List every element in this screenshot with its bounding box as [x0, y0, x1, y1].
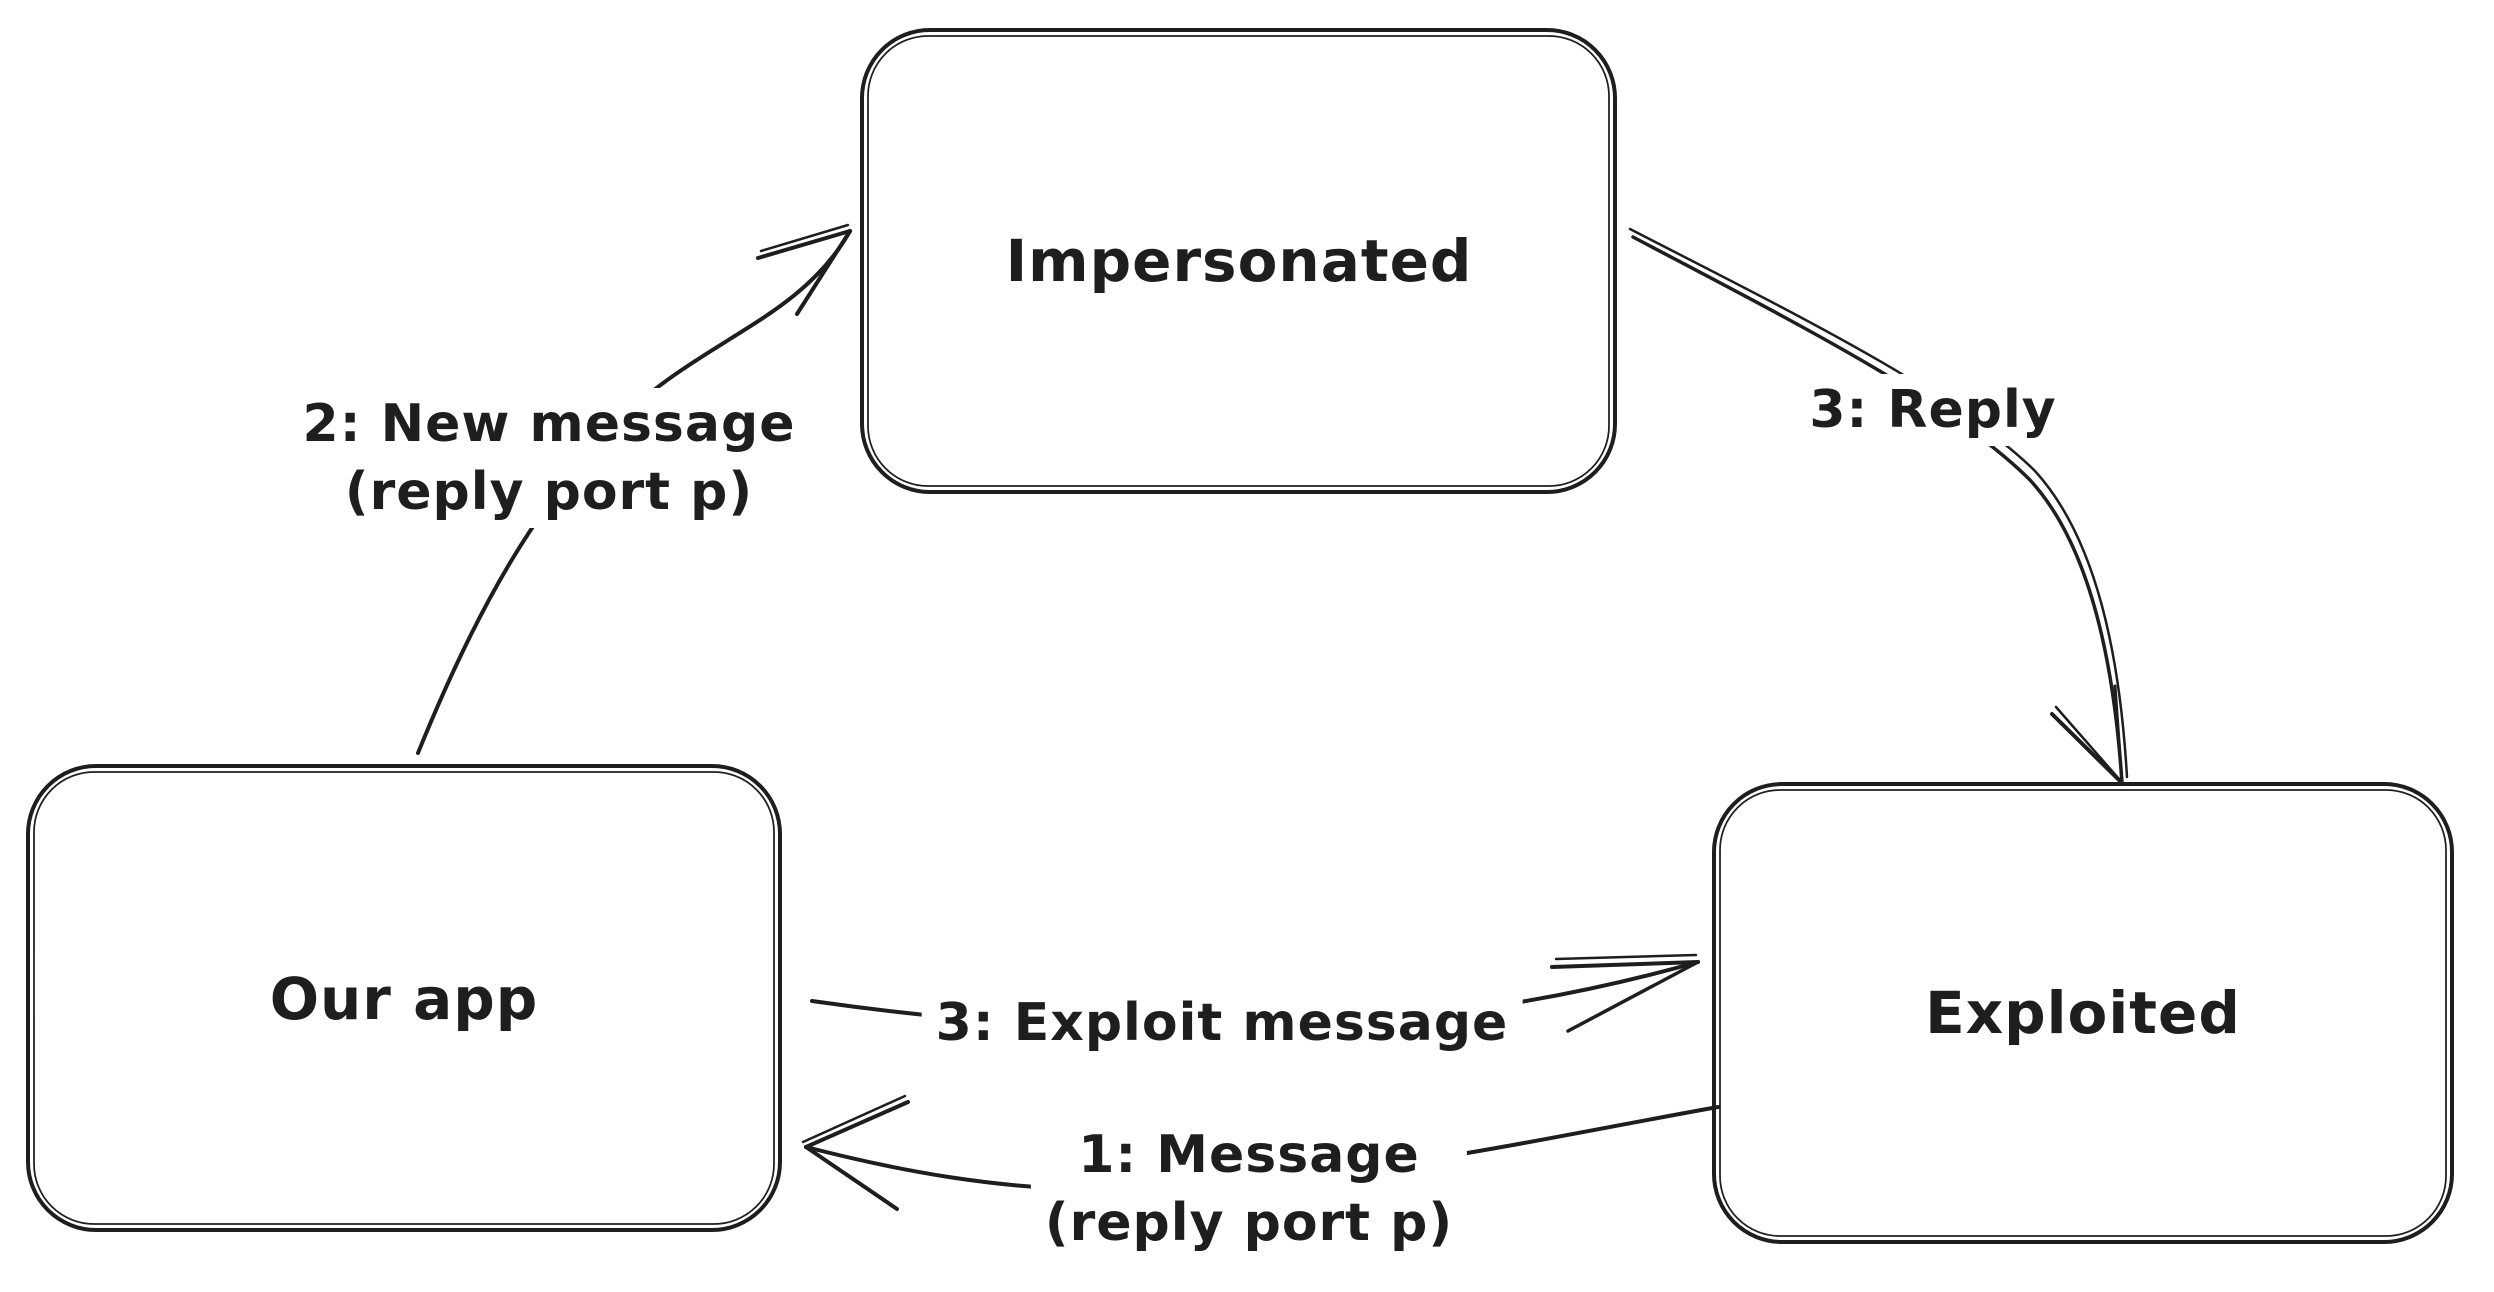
arrowhead-prong-second-pass	[759, 223, 850, 253]
node-outline-second-pass	[867, 35, 1610, 487]
node-label-exploited: Exploited	[1925, 979, 2241, 1047]
arrowhead-prong	[756, 229, 852, 260]
arrowhead-prong	[795, 229, 852, 316]
edge-label-line: 3: Exploit message	[935, 993, 1509, 1053]
node-impersonated-box	[860, 28, 1617, 494]
node-our-app-box	[26, 764, 782, 1232]
edge-label-line: 1: Message	[1078, 1125, 1420, 1185]
arrowhead-prong	[804, 1145, 899, 1211]
edge-label-line: (reply port p)	[1044, 1193, 1454, 1253]
arrowhead-prong-second-pass	[1554, 953, 1698, 961]
edge-label-exploit-message: 3: Exploit message	[921, 987, 1523, 1059]
arrowhead-prong-second-pass	[801, 1094, 907, 1144]
node-outline-second-pass	[1719, 789, 2447, 1237]
node-exploited-box	[1712, 782, 2454, 1244]
node-label-our-app: Our app	[269, 965, 539, 1033]
arrowhead-prong	[2050, 712, 2124, 785]
arrowhead-prong	[2113, 684, 2124, 785]
node-outline-second-pass	[33, 771, 775, 1225]
edge-label-message: 1: Message (reply port p)	[1030, 1119, 1468, 1259]
edge-label-new-message: 2: New message (reply port p)	[288, 388, 810, 528]
edge-label-reply: 3: Reply	[1795, 374, 2071, 446]
edge-label-line: (reply port p)	[344, 462, 754, 522]
node-label-impersonated: Impersonated	[1005, 227, 1473, 295]
node-outline	[860, 28, 1617, 494]
arrowhead-prong	[804, 1100, 910, 1149]
arrow-reply	[1628, 227, 2129, 785]
edge-label-line: 3: Reply	[1809, 380, 2057, 440]
node-outline	[1712, 782, 2454, 1244]
arrowhead-prong	[1550, 960, 1700, 969]
node-outline	[26, 764, 782, 1232]
arrow-shaft-second-pass	[1628, 227, 2129, 779]
arrowhead-prong	[1566, 960, 1700, 1033]
arrowhead-prong-second-pass	[2054, 705, 2121, 781]
edge-label-line: 2: New message	[302, 394, 796, 454]
arrow-shaft	[1631, 235, 2124, 785]
